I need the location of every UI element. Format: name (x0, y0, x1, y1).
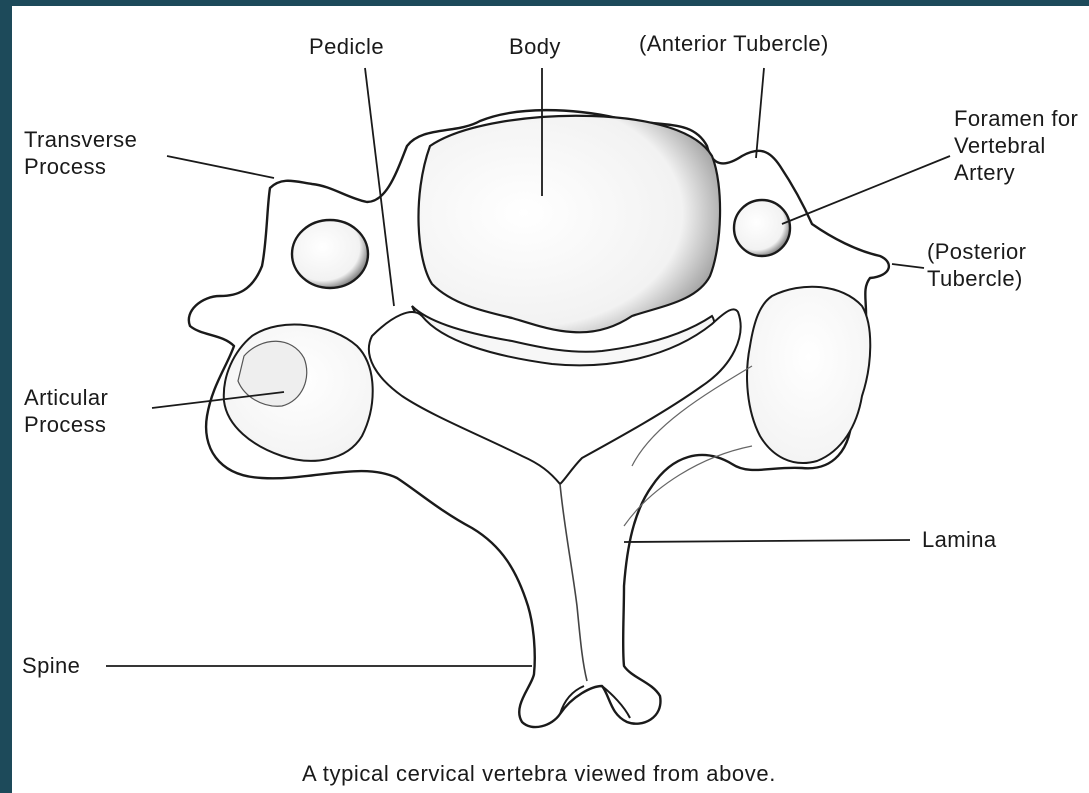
left-transverse-foramen (292, 220, 368, 288)
label-foramen-line1: Foramen for (954, 105, 1078, 132)
leader-lamina (624, 540, 910, 542)
label-posterior-line1: (Posterior (927, 238, 1026, 265)
right-articular-process (747, 287, 870, 463)
label-anterior-tubercle: (Anterior Tubercle) (639, 30, 829, 57)
vertebral-body (418, 116, 720, 333)
leader-transverse-process (167, 156, 274, 178)
label-foramen-line2: Vertebral (954, 132, 1078, 159)
cervical-vertebra-illustration (12, 6, 1089, 793)
right-transverse-foramen (734, 200, 790, 256)
label-transverse-process: Transverse Process (24, 126, 137, 180)
label-foramen-line3: Artery (954, 159, 1078, 186)
label-posterior-tubercle: (Posterior Tubercle) (927, 238, 1026, 292)
label-body: Body (509, 33, 561, 60)
label-articular-process: Articular Process (24, 384, 108, 438)
label-spine: Spine (22, 652, 80, 679)
leader-anterior-tubercle (756, 68, 764, 158)
label-transverse-line1: Transverse (24, 126, 137, 153)
leader-foramen (782, 156, 950, 224)
diagram-canvas: Pedicle Body (Anterior Tubercle) Transve… (12, 6, 1089, 793)
leader-posterior-tubercle (892, 264, 924, 268)
label-transverse-line2: Process (24, 153, 137, 180)
label-pedicle: Pedicle (309, 33, 384, 60)
label-articular-line2: Process (24, 411, 108, 438)
label-lamina: Lamina (922, 526, 997, 553)
label-articular-line1: Articular (24, 384, 108, 411)
figure-caption: A typical cervical vertebra viewed from … (302, 761, 962, 787)
label-posterior-line2: Tubercle) (927, 265, 1026, 292)
label-foramen-vertebral-artery: Foramen for Vertebral Artery (954, 105, 1078, 186)
